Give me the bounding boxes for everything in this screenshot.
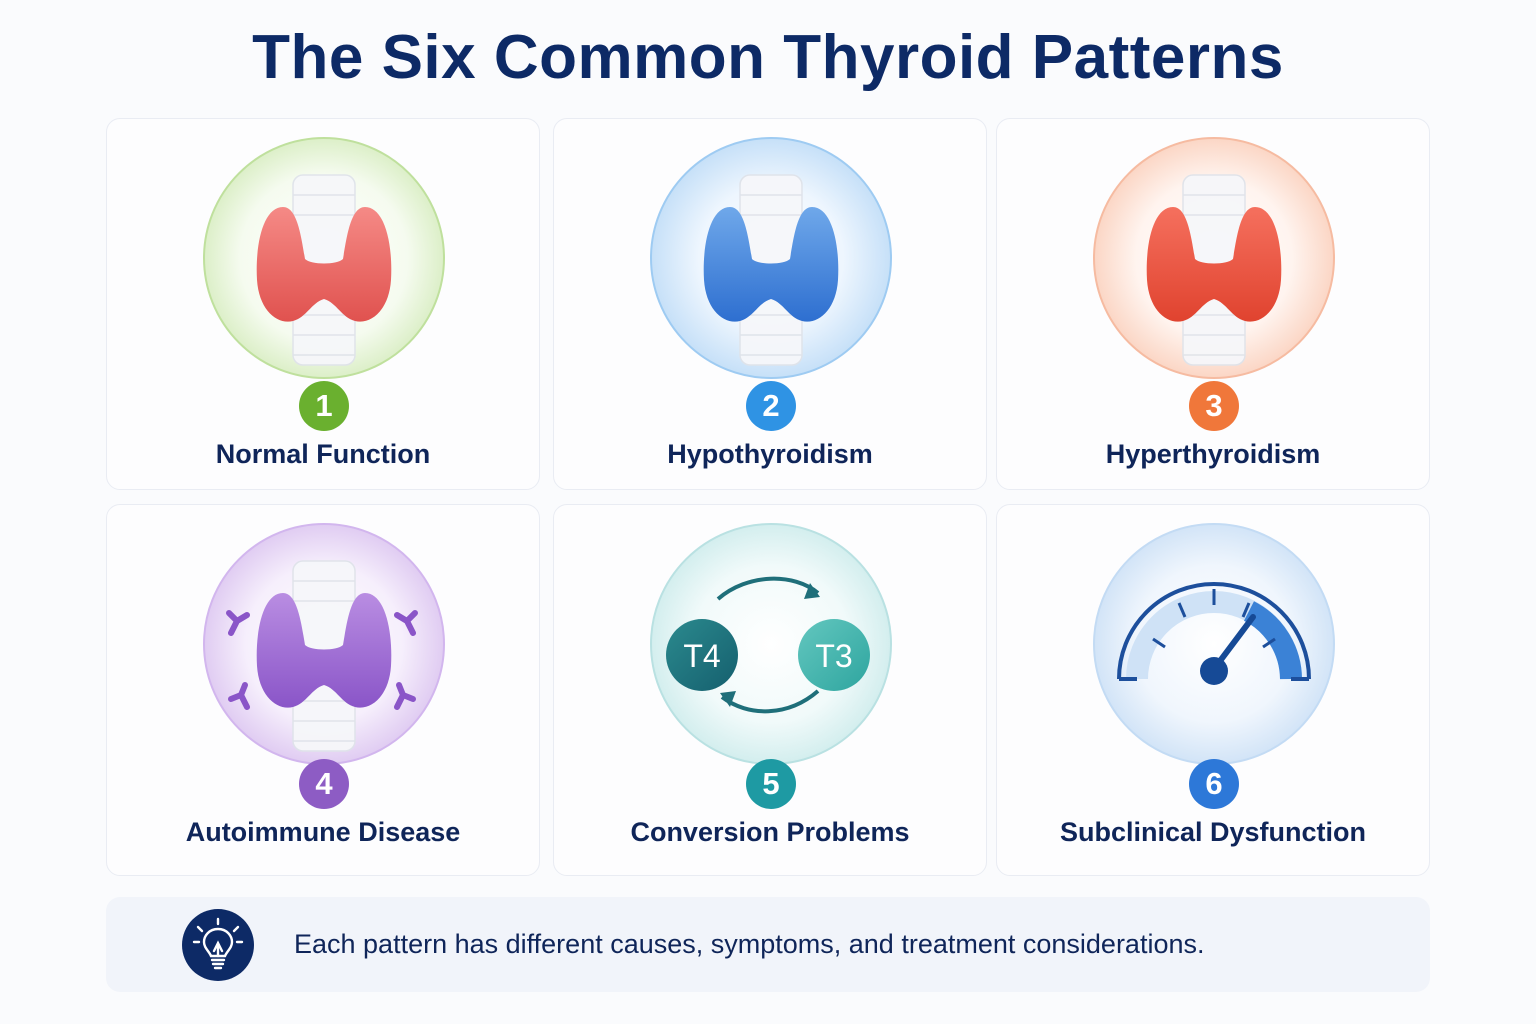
pattern-card-conversion-problems[interactable]: T4 T3 5 Conversion Problems (553, 504, 987, 876)
pattern-label: Subclinical Dysfunction (1059, 817, 1367, 847)
pattern-label: Hypothyroidism (667, 439, 873, 469)
pattern-number-badge: 1 (299, 381, 349, 431)
thyroid-blue-icon (648, 135, 894, 381)
pattern-number-badge: 3 (1189, 381, 1239, 431)
page-title: The Six Common Thyroid Patterns (252, 23, 1284, 92)
gauge-icon (1091, 521, 1337, 767)
pattern-card-autoimmune-disease[interactable]: 4 Autoimmune Disease (106, 504, 540, 876)
pattern-label: Conversion Problems (630, 817, 910, 847)
pattern-label: Hyperthyroidism (1105, 439, 1321, 469)
thyroid-red-green-ring-icon (201, 135, 447, 381)
thyroid-red-orange-ring-icon (1091, 135, 1337, 381)
pattern-card-normal-function[interactable]: 1 Normal Function (106, 118, 540, 490)
pattern-number-badge: 5 (746, 759, 796, 809)
pattern-number-badge: 2 (746, 381, 796, 431)
pattern-label: Autoimmune Disease (185, 817, 461, 847)
info-note: Each pattern has different causes, sympt… (294, 929, 1205, 959)
thyroid-antibodies-icon (201, 521, 447, 767)
pattern-card-subclinical-dysfunction[interactable]: 6 Subclinical Dysfunction (996, 504, 1430, 876)
lightbulb-icon (182, 909, 254, 981)
pattern-number-badge: 6 (1189, 759, 1239, 809)
info-banner: Each pattern has different causes, sympt… (106, 897, 1430, 992)
t4-t3-conversion-icon: T4 T3 (648, 521, 894, 767)
pattern-number-badge: 4 (299, 759, 349, 809)
pattern-label: Normal Function (215, 439, 431, 469)
t4-label: T4 (683, 638, 720, 674)
pattern-card-hyperthyroidism[interactable]: 3 Hyperthyroidism (996, 118, 1430, 490)
t3-label: T3 (815, 638, 852, 674)
pattern-card-hypothyroidism[interactable]: 2 Hypothyroidism (553, 118, 987, 490)
